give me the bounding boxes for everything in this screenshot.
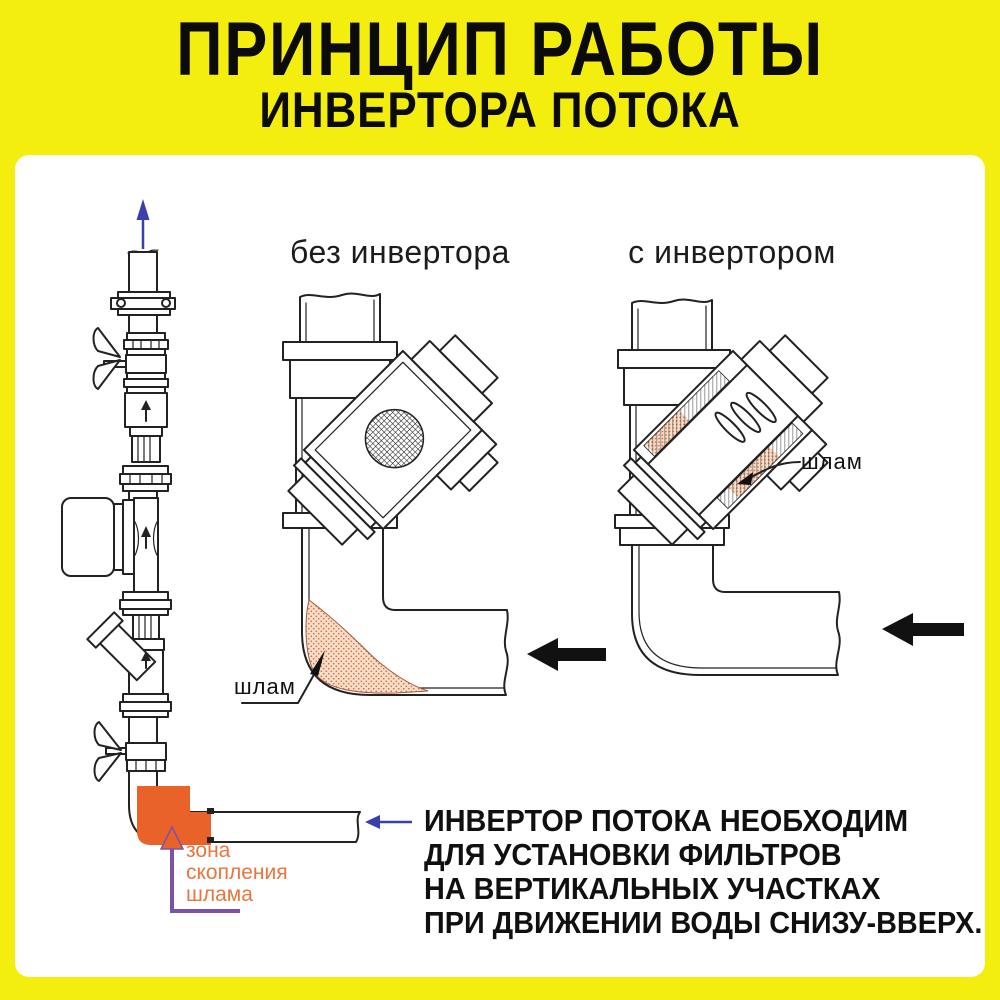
filter-45deg-mesh <box>287 334 499 546</box>
sludge-zone-pointer <box>159 825 240 913</box>
riser-pipe-assembly-drawing <box>61 199 412 913</box>
flow-left-arrow-icon <box>527 638 606 671</box>
explanation-note-line: ПРИ ДВИЖЕНИИ ВОДЫ СНИЗУ-ВВЕРХ. <box>424 905 983 940</box>
explanation-note-line: НА ВЕРТИКАЛЬНЫХ УЧАСТКАХ <box>424 871 881 906</box>
diagram-with-inverter-drawing <box>614 298 964 676</box>
label-without-inverter: без инвертора <box>290 234 510 270</box>
sludge-zone-elbow <box>137 786 211 845</box>
page-title-line-2: ИНВЕРТОРА ПОТОКА <box>259 82 741 138</box>
page-title-line-1: ПРИНЦИП РАБОТЫ <box>176 7 824 92</box>
sludge-zone-caption-line: скопления <box>186 861 288 884</box>
filter-45deg-inverter <box>617 334 829 546</box>
explanation-note-line: ИНВЕРТОР ПОТОКА НЕОБХОДИМ <box>424 803 909 838</box>
sludge-zone-caption-line: шлама <box>186 883 253 906</box>
filter-mesh-screen <box>364 408 425 469</box>
diagram-without-inverter-drawing <box>241 292 606 704</box>
sediment-deposit-area <box>305 599 429 694</box>
sludge-label-with-inverter: шлам <box>801 449 863 474</box>
sludge-zone-caption: зона скопления шлама <box>186 840 288 906</box>
label-with-inverter: с инвертором <box>628 234 836 270</box>
sludge-zone-caption-line: зона <box>186 839 231 862</box>
explanation-note: ИНВЕРТОР ПОТОКА НЕОБХОДИМ ДЛЯ УСТАНОВКИ … <box>424 804 982 940</box>
inflow-arrow-icon <box>365 815 412 829</box>
sludge-label-without-inverter: шлам <box>234 674 296 699</box>
explanation-note-line: ДЛЯ УСТАНОВКИ ФИЛЬТРОВ <box>424 837 842 872</box>
flow-up-arrow-icon <box>136 199 150 249</box>
flow-left-arrow-icon <box>882 613 964 646</box>
